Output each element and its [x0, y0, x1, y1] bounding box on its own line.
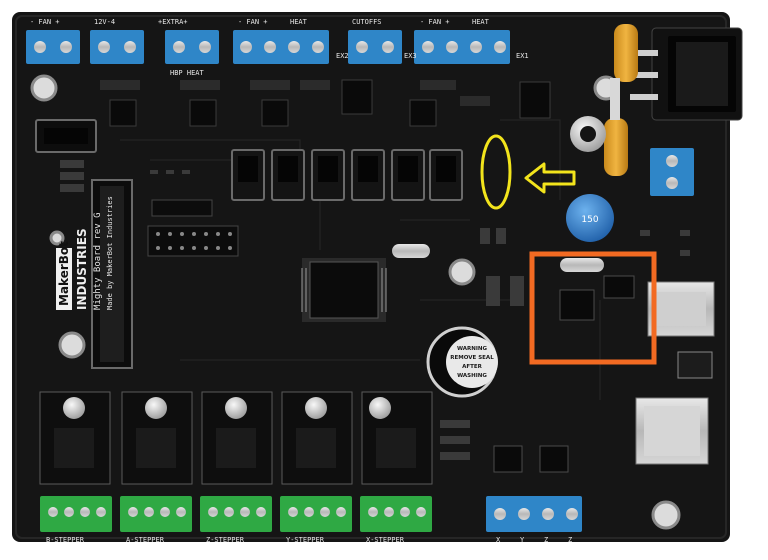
label-stepper-a: A-STEPPER: [126, 536, 165, 544]
label-hbp-heat: HBP HEAT: [170, 69, 205, 77]
pin-headers: [147, 199, 239, 257]
terminal-cutoffs: [348, 30, 402, 64]
terminal-12v: [90, 30, 144, 64]
blue-capacitor: 150: [566, 194, 614, 242]
label-limit-x: X: [496, 536, 501, 544]
label-ex3: EX3: [404, 52, 417, 60]
label-fan-2: - FAN +: [238, 18, 268, 26]
usb-port-icon: [647, 281, 715, 337]
buzzer-icon: WARNING REMOVE SEAL AFTER WASHING: [426, 326, 498, 398]
driver-chips: [100, 79, 551, 127]
label-stepper-x: X-STEPPER: [366, 536, 405, 544]
highlight-ellipse: [480, 134, 512, 210]
ic-2: [539, 445, 569, 473]
label-limit-z1: Z: [544, 536, 548, 544]
label-stepper-z: Z-STEPPER: [206, 536, 245, 544]
capacitor-label: 150: [581, 215, 598, 225]
usb-chip: [559, 258, 635, 321]
top-terminals: [26, 30, 510, 64]
label-limit-z2: Z: [568, 536, 572, 544]
board-credit: Made by MakerBot Industries: [106, 196, 114, 310]
label-extra: +EXTRA+: [158, 18, 188, 26]
highlight-arrow: [524, 162, 576, 194]
terminal-ex1: [414, 30, 510, 64]
logo-industries: INDUSTRIES: [75, 228, 89, 310]
label-fan-1: - FAN +: [30, 18, 60, 26]
microcontroller: [301, 258, 387, 322]
highlight-rectangle: [529, 251, 657, 365]
sd-card-icon: [635, 397, 709, 465]
label-ex1: EX1: [516, 52, 529, 60]
power-switch-icon: [630, 27, 743, 121]
electrolytic-capacitor: [570, 116, 606, 152]
stepper-drivers: [39, 391, 433, 485]
fuse-icon: [604, 24, 638, 176]
ic-1: [493, 445, 523, 473]
label-ex2: EX2: [336, 52, 349, 60]
crystal: [392, 244, 430, 258]
label-limit-y: Y: [520, 536, 525, 544]
terminal-fan1: [26, 30, 80, 64]
label-heat-2: HEAT: [472, 18, 490, 26]
logo-makerbot: MakerBot: [57, 241, 71, 306]
buzzer-text-1: WARNING: [457, 346, 488, 352]
endstop-connectors: [231, 149, 463, 201]
terminal-hbp: [165, 30, 219, 64]
buzzer-text-4: WASHING: [457, 373, 487, 379]
label-12v: 12V-4: [94, 18, 115, 26]
terminal-ex2: [233, 30, 329, 64]
board-model: Mighty Board rev G: [93, 212, 103, 310]
label-cutoffs: CUTOFFS: [352, 18, 382, 26]
label-stepper-y: Y-STEPPER: [286, 536, 325, 544]
limit-terminals: [486, 496, 582, 532]
power-terminal: [650, 148, 694, 196]
buzzer-text-3: AFTER: [462, 364, 483, 370]
label-heat-1: HEAT: [290, 18, 308, 26]
stepper-terminals: [40, 496, 432, 532]
buzzer-text-2: REMOVE SEAL: [450, 355, 494, 361]
ribbon-header: [91, 179, 133, 369]
label-stepper-b: B-STEPPER: [46, 536, 85, 544]
reset-button: [677, 351, 713, 379]
label-fan-3: - FAN +: [420, 18, 450, 26]
